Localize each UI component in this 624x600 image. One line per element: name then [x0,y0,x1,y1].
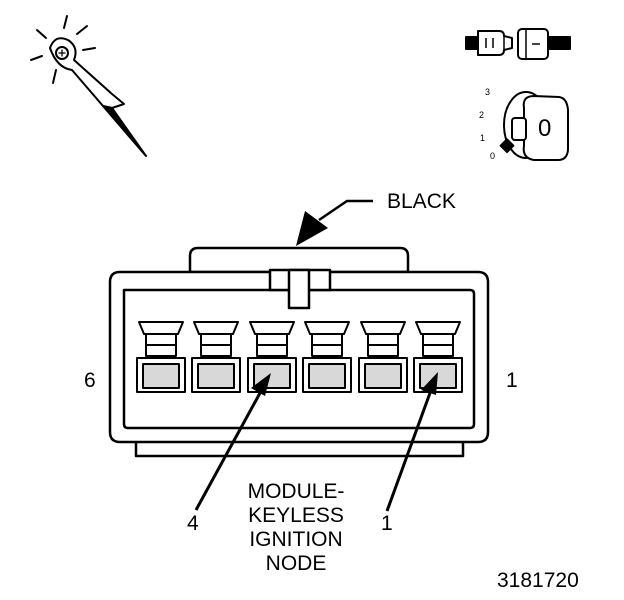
pin-1-callout-arrow [385,372,438,512]
ignition-key-icon [499,91,569,161]
component-caption: MODULE- KEYLESS IGNITION NODE [206,480,386,576]
caption-line-1: MODULE- [247,480,345,503]
pin-4-callout-label: 4 [187,512,199,535]
terminal-cavity-3 [302,321,352,393]
figure-number: 3181720 [497,569,579,592]
black-wire-callout [296,199,373,246]
terminal-cavity-5 [191,321,241,393]
key-symbol: 0 [538,115,552,142]
pin-1-callout-label: 1 [381,512,393,535]
terminal-cavity-6 [136,321,186,393]
caption-line-4: NODE [265,552,327,575]
terminal-cavity-4 [247,321,297,393]
terminal-cavity-1 [413,321,463,393]
pin-number-left-end: 6 [84,369,96,392]
caption-line-3: IGNITION [249,528,343,551]
terminal-cavity-2 [358,321,408,393]
ignition-position-1: 1 [480,133,486,143]
ignition-position-2: 2 [479,110,485,120]
test-probe-icon [30,15,147,157]
wire-color-label: BLACK [387,190,456,213]
disconnected-connector-icon [465,28,571,60]
ignition-position-3: 3 [485,87,491,97]
caption-line-2: KEYLESS [248,504,344,527]
pin-number-right-end: 1 [506,369,518,392]
pin-4-callout-arrow [194,373,271,511]
terminal-cavities [136,321,463,393]
ignition-position-0: 0 [490,151,496,161]
